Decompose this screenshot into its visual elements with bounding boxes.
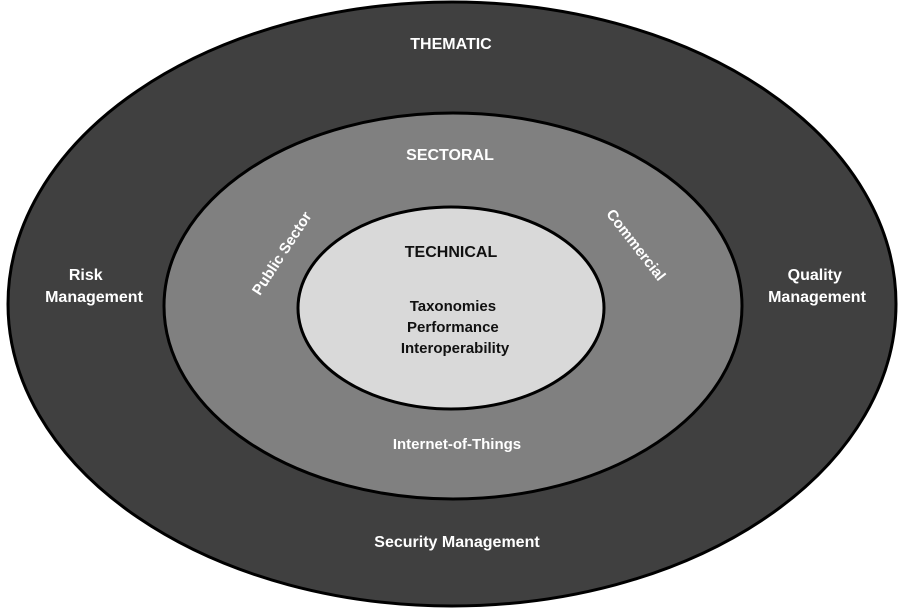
technical-item-performance: Performance bbox=[407, 319, 499, 336]
risk-management-line-1: Risk bbox=[69, 267, 103, 284]
technical-ring bbox=[296, 205, 606, 411]
thematic-title: THEMATIC bbox=[410, 36, 492, 53]
quality-management-label: Quality Management bbox=[768, 267, 866, 306]
quality-management-line-2: Management bbox=[768, 289, 866, 306]
quality-management-line-1: Quality bbox=[788, 267, 842, 284]
technical-title: TECHNICAL bbox=[405, 244, 498, 261]
risk-management-line-2: Management bbox=[45, 289, 143, 306]
technical-items: Taxonomies Performance Interoperability bbox=[401, 298, 510, 357]
risk-management-label: Risk Management bbox=[45, 267, 143, 306]
sectoral-title: SECTORAL bbox=[406, 147, 494, 164]
technical-item-interoperability: Interoperability bbox=[401, 340, 510, 357]
iot-label: Internet-of-Things bbox=[393, 436, 521, 453]
technical-item-taxonomies: Taxonomies bbox=[410, 298, 496, 315]
security-management-label: Security Management bbox=[374, 534, 540, 551]
